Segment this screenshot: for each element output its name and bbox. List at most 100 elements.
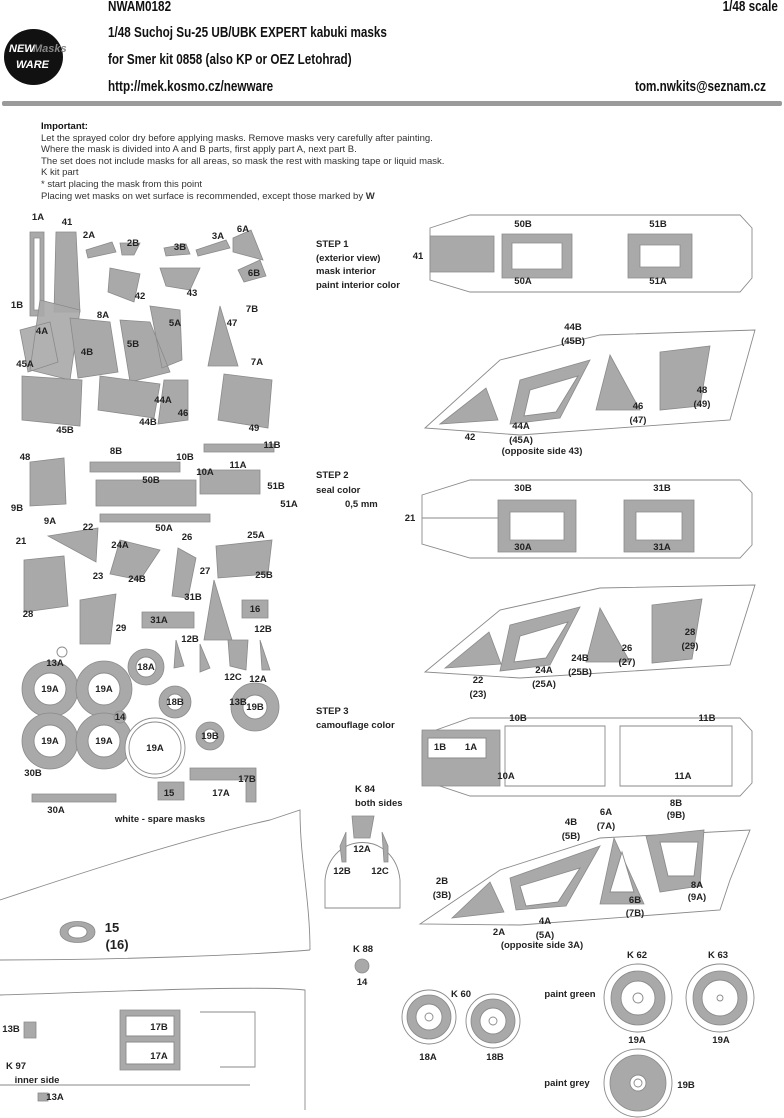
mask-label: 18A — [137, 662, 155, 673]
header-divider — [2, 101, 782, 106]
mask-label: 28 — [23, 609, 34, 620]
important-title: Important: — [41, 121, 88, 132]
step-3-side-canopy — [418, 829, 751, 926]
step-2-text: seal color — [316, 485, 361, 496]
diagram-label: 44B — [564, 322, 582, 333]
diagram-label: (opposite side 3A) — [501, 940, 583, 951]
product-code: NWAM0182 — [108, 0, 172, 15]
diagram-label: (5B) — [562, 831, 580, 842]
mask-label: 51B — [267, 481, 285, 492]
mask-label: 12B — [254, 624, 272, 635]
diagram-label: (25A) — [532, 679, 556, 690]
step-1-canopy — [429, 214, 753, 293]
mask-label: 21 — [16, 536, 27, 547]
mask-label: 27 — [200, 566, 211, 577]
mask-label: 11B — [264, 440, 281, 451]
diagram-label: 12C — [371, 866, 389, 877]
step-1-side-canopy — [423, 329, 756, 436]
diagram-label: (9A) — [688, 892, 706, 903]
diagram-label: 50B — [514, 219, 532, 230]
diagram-label: 24A — [535, 665, 553, 676]
step-2-side-canopy — [423, 584, 756, 679]
fuselage-side-view — [0, 809, 311, 1110]
logo-text: NEW — [9, 43, 35, 55]
note-line: * start placing the mask from this point — [41, 178, 203, 190]
mask-label: 12B — [181, 634, 199, 645]
diagram-label: 17B — [150, 1022, 168, 1033]
mask-label: 41 — [62, 217, 73, 228]
mask-label: 48 — [20, 452, 31, 463]
note-line: The set does not include masks for all a… — [41, 155, 445, 167]
diagram-label: paint grey — [544, 1078, 590, 1089]
diagram-label: 30A — [514, 542, 532, 553]
mask-label: 12A — [249, 674, 267, 685]
diagram-label: 8A — [691, 880, 703, 891]
diagram-label: (45A) — [509, 435, 533, 446]
mask-label: 19A — [95, 736, 113, 747]
step-1-text: (exterior view) — [316, 253, 380, 264]
diagram-label: both sides — [355, 798, 403, 809]
mask-label: 7A — [251, 357, 263, 368]
mask-label: 19A — [146, 743, 164, 754]
mask-label: 22 — [83, 522, 94, 533]
mask-label: 7B — [246, 304, 258, 315]
mask-label: 2B — [127, 238, 139, 249]
mask-label: 19A — [41, 684, 59, 695]
mask-label: 44B — [139, 417, 157, 428]
wheels — [401, 963, 755, 1118]
mask-label: 30B — [24, 768, 42, 779]
mask-label: 10A — [196, 467, 214, 478]
diagram-label: 24B — [571, 653, 589, 664]
step-2-text: STEP 2 — [316, 470, 349, 481]
website-link[interactable]: http://mek.kosmo.cz/newware — [108, 78, 274, 95]
mask-label: 47 — [227, 318, 238, 329]
mask-label: 50B — [142, 475, 160, 486]
mask-label: 17A — [212, 788, 230, 799]
diagram-label: 42 — [465, 432, 476, 443]
mask-label: 8A — [97, 310, 109, 321]
diagram-label: 1B — [434, 742, 446, 753]
note-line: Where the mask is divided into A and B p… — [41, 144, 357, 156]
diagram-label: 51A — [649, 276, 667, 287]
step-1-text: paint interior color — [316, 280, 400, 291]
diagram-label: K 62 — [627, 950, 647, 961]
scale-label: 1/48 scale — [722, 0, 778, 15]
mask-label: 44A — [154, 395, 172, 406]
diagram-label: K 84 — [355, 784, 376, 795]
mask-label: 1A — [32, 212, 44, 223]
diagram-label: 18B — [486, 1052, 504, 1063]
mask-label: 10B — [176, 452, 194, 463]
mask-label: 3B — [174, 242, 186, 253]
diagram-label: 12A — [353, 844, 371, 855]
diagram-label: 18A — [419, 1052, 437, 1063]
mask-label: 30A — [47, 805, 65, 816]
diagram-label: 1A — [465, 742, 477, 753]
diagram-label: 13A — [46, 1092, 64, 1103]
important-notes: Important: Let the sprayed color dry bef… — [41, 121, 444, 202]
diagram-label: (5A) — [536, 930, 554, 941]
mask-label: 31A — [150, 615, 168, 626]
mask-label: 19B — [201, 731, 219, 742]
mask-label: 16 — [250, 604, 261, 615]
mask-label: 5A — [169, 318, 181, 329]
diagram-label: (25B) — [568, 667, 592, 678]
diagram-label: 6B — [629, 895, 641, 906]
diagram-label: 19A — [712, 1035, 730, 1046]
mask-label: 26 — [182, 532, 193, 543]
diagram-label: 31B — [653, 483, 671, 494]
mask-label: 9B — [11, 503, 23, 514]
mask-label: 19A — [41, 736, 59, 747]
step-3-text: STEP 3 — [316, 706, 349, 717]
product-subtitle: for Smer kit 0858 (also KP or OEZ Letohr… — [108, 51, 352, 68]
mask-label: 18B — [166, 697, 184, 708]
mask-sheet — [19, 229, 280, 803]
diagram-label: 19A — [628, 1035, 646, 1046]
mask-label: 4A — [36, 326, 48, 337]
diagram-label: 8B — [670, 798, 682, 809]
note-line: K kit part — [41, 167, 79, 179]
mask-label: 49 — [249, 423, 260, 434]
email-link[interactable]: tom.nwkits@seznam.cz — [634, 78, 766, 95]
diagram-label: (49) — [694, 399, 711, 410]
mask-label: 45A — [16, 359, 34, 370]
